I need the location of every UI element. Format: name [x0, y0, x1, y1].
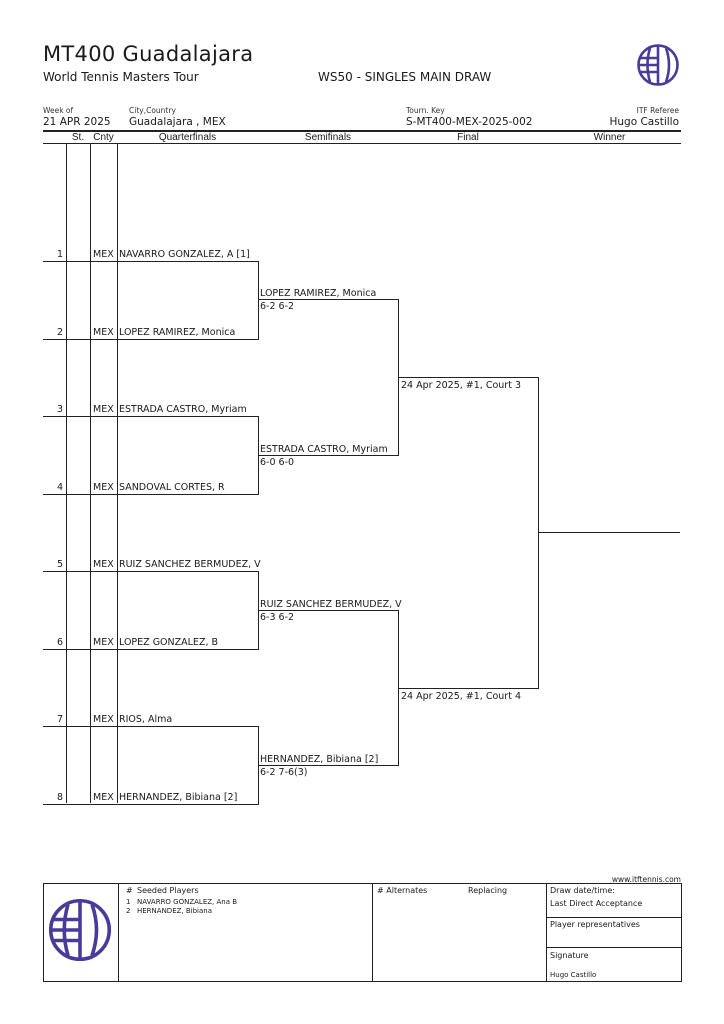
event-name: WS50 - SINGLES MAIN DRAW — [318, 70, 492, 84]
header-top-rule — [43, 130, 681, 132]
tour-name: World Tennis Masters Tour — [43, 70, 199, 84]
final-line — [398, 688, 538, 689]
col-quarterfinals: Quarterfinals — [158, 132, 217, 143]
seeded-hash: # — [126, 886, 133, 895]
player-draw-number: 8 — [56, 792, 63, 803]
semifinal-line — [258, 455, 398, 456]
match-score: 6-2 6-2 — [260, 301, 295, 312]
cnty-column-line — [90, 143, 91, 803]
player-name: LOPEZ GONZALEZ, B — [119, 637, 219, 648]
player-line — [43, 726, 258, 727]
semifinal-line — [258, 299, 398, 300]
semifinalist-name: RUIZ SANCHEZ BERMUDEZ, V — [260, 599, 402, 610]
header-bottom-rule — [43, 143, 681, 144]
footer-divider-2 — [372, 883, 373, 982]
player-country: MEX — [93, 637, 114, 648]
player-draw-number: 5 — [56, 559, 63, 570]
player-country: MEX — [93, 559, 114, 570]
signature-label: Signature — [550, 951, 589, 960]
alternates-title: # Alternates — [377, 886, 428, 895]
player-line — [43, 571, 258, 572]
match-score: 6-2 7-6(3) — [260, 767, 308, 778]
player-line — [43, 804, 258, 805]
itf-globe-logo-footer-icon — [47, 897, 113, 963]
player-name: SANDOVAL CORTES, R — [119, 482, 225, 493]
player-line — [43, 339, 258, 340]
player-reps-label: Player representatives — [550, 920, 640, 929]
player-country: MEX — [93, 404, 114, 415]
tourn-key-value: S-MT400-MEX-2025-002 — [406, 116, 533, 128]
player-line — [43, 649, 258, 650]
referee-value: Hugo Castillo — [609, 116, 679, 128]
player-name: NAVARRO GONZALEZ, A [1] — [119, 249, 250, 260]
st-column-line — [66, 143, 67, 803]
seed-player-name: NAVARRO GONZALEZ, Ana B — [137, 898, 238, 906]
semifinal-line — [258, 610, 398, 611]
city-value: Guadalajara , MEX — [129, 116, 226, 128]
match-schedule: 24 Apr 2025, #1, Court 3 — [401, 380, 521, 391]
col-st: St. — [71, 132, 85, 143]
name-column-line — [117, 143, 118, 803]
semifinalist-name: HERNANDEZ, Bibiana [2] — [260, 754, 379, 765]
player-country: MEX — [93, 327, 114, 338]
player-name: RUIZ SANCHEZ BERMUDEZ, V — [119, 559, 261, 570]
final-line — [398, 377, 538, 378]
signature-value: Hugo Castillo — [550, 971, 597, 979]
seed-number: 2 — [126, 907, 131, 915]
col-semifinals: Semifinals — [304, 132, 352, 143]
player-country: MEX — [93, 792, 114, 803]
winner-line — [538, 532, 680, 533]
replacing-title: Replacing — [468, 886, 508, 895]
player-name: ESTRADA CASTRO, Myriam — [119, 404, 247, 415]
match-score: 6-0 6-0 — [260, 457, 295, 468]
semifinalist-name: LOPEZ RAMIREZ, Monica — [260, 288, 377, 299]
footer-row-rule-2 — [546, 947, 682, 948]
player-draw-number: 2 — [56, 327, 63, 338]
semifinalist-name: ESTRADA CASTRO, Myriam — [260, 444, 388, 455]
player-line — [43, 494, 258, 495]
col-winner: Winner — [593, 132, 626, 143]
player-draw-number: 3 — [56, 404, 63, 415]
footer-row-rule-1 — [546, 917, 682, 918]
city-label: City,Country — [129, 106, 176, 115]
seeded-title: Seeded Players — [137, 886, 199, 895]
player-name: HERNANDEZ, Bibiana [2] — [119, 792, 238, 803]
player-name: LOPEZ RAMIREZ, Monica — [119, 327, 236, 338]
player-draw-number: 1 — [56, 249, 63, 260]
lda-label: Last Direct Acceptance — [550, 899, 643, 908]
week-label: Week of — [43, 106, 74, 115]
footer-divider-3 — [546, 883, 547, 982]
match-schedule: 24 Apr 2025, #1, Court 4 — [401, 691, 521, 702]
col-final: Final — [457, 132, 479, 143]
footer-panel — [43, 883, 682, 982]
itf-globe-logo-icon — [636, 43, 680, 87]
col-cnty: Cnty — [93, 132, 114, 143]
player-line — [43, 261, 258, 262]
tournament-title: MT400 Guadalajara — [43, 42, 254, 66]
semifinal-line — [258, 765, 398, 766]
player-name: RIOS, Alma — [119, 714, 173, 725]
player-draw-number: 7 — [56, 714, 63, 725]
player-country: MEX — [93, 249, 114, 260]
qf-connector — [258, 261, 259, 340]
seed-number: 1 — [126, 898, 131, 906]
website-link[interactable]: www.itftennis.com — [611, 875, 681, 884]
seed-player-name: HERNANDEZ, Bibiana — [137, 907, 213, 915]
player-draw-number: 6 — [56, 637, 63, 648]
final-connector — [538, 377, 539, 689]
referee-label: ITF Referee — [636, 106, 679, 115]
draw-date-label: Draw date/time: — [550, 886, 615, 895]
player-country: MEX — [93, 482, 114, 493]
player-country: MEX — [93, 714, 114, 725]
week-value: 21 APR 2025 — [43, 116, 111, 128]
footer-divider-1 — [118, 883, 119, 982]
player-draw-number: 4 — [56, 482, 63, 493]
match-score: 6-3 6-2 — [260, 612, 295, 623]
player-line — [43, 416, 258, 417]
tourn-key-label: Tourn. Key — [406, 106, 445, 115]
